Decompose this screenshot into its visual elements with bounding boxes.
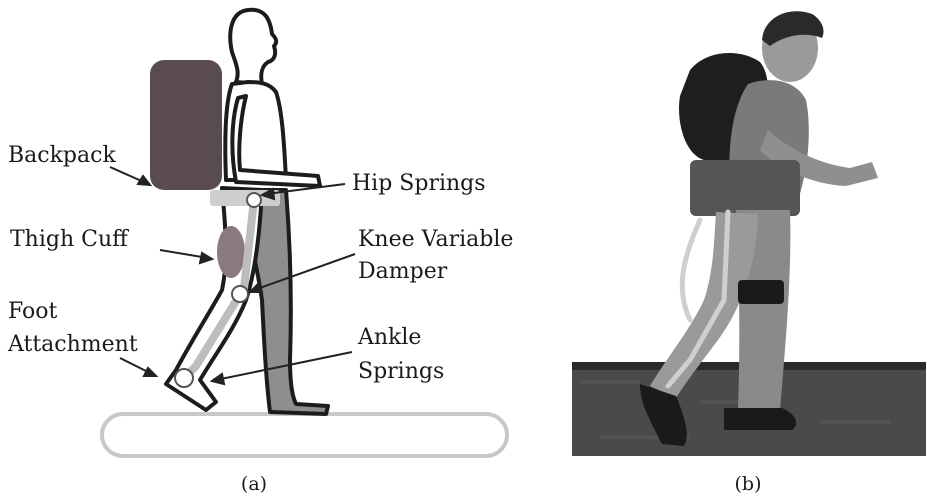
label-hip-springs: Hip Springs <box>352 171 486 196</box>
label-ankle-springs-line2: Springs <box>358 359 444 384</box>
photo-shoe-back <box>724 408 796 430</box>
panel-a: Backpack Thigh Cuff Foot Attachment Hip … <box>7 10 513 495</box>
thigh-cuff-shape <box>217 226 245 278</box>
backpack-shape <box>150 60 222 190</box>
label-thigh-cuff: Thigh Cuff <box>10 227 129 252</box>
treadmill <box>102 414 507 456</box>
human-figure <box>225 10 320 186</box>
caption-a: (a) <box>241 473 267 495</box>
label-backpack: Backpack <box>8 143 116 168</box>
photo-thigh-cuff <box>738 280 784 304</box>
panel-b: (b) <box>572 6 926 495</box>
label-ankle-springs-line1: Ankle <box>357 325 421 350</box>
caption-b: (b) <box>735 473 762 495</box>
label-knee-damper-line2: Damper <box>358 259 448 284</box>
label-foot-attachment-line2: Attachment <box>7 332 138 357</box>
label-foot-attachment-line1: Foot <box>8 299 58 324</box>
label-knee-damper-line1: Knee Variable <box>358 227 513 252</box>
photo-exo-hip <box>690 160 800 216</box>
